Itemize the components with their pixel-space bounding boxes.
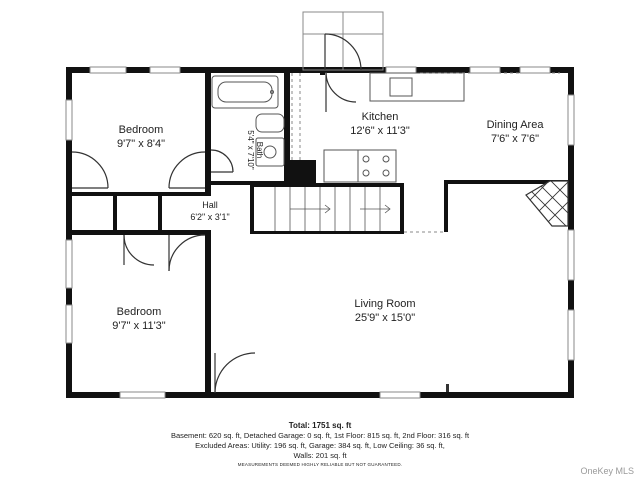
room-name: Dining Area	[486, 119, 544, 131]
stairs	[274, 187, 391, 231]
floor-plan	[65, 11, 575, 399]
room-name: Bedroom	[118, 124, 164, 136]
wall-stair-east	[400, 183, 404, 233]
room-name: Bath	[255, 141, 264, 159]
room-living: Living Room 25'9" x 15'0"	[330, 297, 440, 325]
wall-bath-east	[284, 67, 290, 185]
room-dimensions: 5'4" x 7'10"	[246, 130, 255, 170]
doors	[71, 149, 256, 394]
room-dimensions: 12'6" x 11'3"	[350, 125, 410, 137]
room-bedroom-top: Bedroom 9'7" x 8'4"	[96, 123, 186, 151]
wall-west-bedroom-top	[66, 67, 72, 235]
room-bath: Bath 5'4" x 7'10"	[220, 130, 264, 170]
dashed-lines	[291, 72, 560, 233]
walls	[66, 67, 574, 398]
wall-back-entry-left	[320, 67, 325, 75]
room-dimensions: 9'7" x 11'3"	[112, 320, 166, 332]
wall-south	[66, 392, 574, 398]
room-dimensions: 25'9" x 15'0"	[354, 312, 416, 324]
back-door	[324, 33, 362, 112]
wall-closet-divider-2	[158, 192, 162, 232]
room-hall: Hall 6'2" x 3'1"	[180, 199, 240, 223]
wall-stair-west	[250, 183, 254, 233]
room-name: Living Room	[354, 298, 416, 310]
bath-fixtures	[211, 75, 285, 167]
area-summary: Total: 1751 sq. ft Basement: 620 sq. ft,…	[60, 420, 580, 469]
excluded-areas: Excluded Areas: Utility: 196 sq. ft, Gar…	[195, 441, 445, 450]
wall-bedroom-bottom-east	[205, 230, 211, 398]
wall-north-kitchen	[288, 67, 574, 73]
room-name: Kitchen	[361, 111, 399, 123]
windows	[65, 66, 575, 399]
wall-closet-divider	[113, 192, 117, 232]
wall-bedroom-top-east	[205, 67, 211, 195]
wall-stair-north	[250, 183, 400, 187]
room-dining: Dining Area 7'6" x 7'6"	[470, 118, 560, 146]
room-name: Hall	[202, 200, 218, 210]
area-breakdown: Basement: 620 sq. ft, Detached Garage: 0…	[170, 431, 470, 440]
room-dimensions: 9'7" x 8'4"	[116, 138, 166, 150]
brand-watermark: OneKey MLS	[580, 466, 634, 476]
kitchen-fixtures	[323, 72, 465, 183]
room-dimensions: 6'2" x 3'1"	[190, 212, 230, 222]
room-name: Bedroom	[116, 306, 162, 318]
wall-bedroom-top-south	[66, 192, 211, 196]
room-bedroom-bottom: Bedroom 9'7" x 11'3"	[94, 305, 184, 333]
misc-marks	[446, 384, 449, 392]
wall-partition-h	[444, 180, 574, 184]
walls-area: Walls: 201 sq. ft	[293, 451, 347, 460]
room-kitchen: Kitchen 12'6" x 11'3"	[335, 110, 425, 138]
wall-stair-south	[250, 231, 404, 234]
disclaimer: MEASUREMENTS DEEMED HIGHLY RELIABLE BUT …	[237, 462, 403, 467]
wall-partition-v	[444, 180, 448, 232]
room-dimensions: 7'6" x 7'6"	[490, 133, 540, 145]
chimney-block	[286, 160, 316, 184]
wall-bedroom-bottom-north	[66, 230, 211, 235]
back-entry	[302, 11, 384, 71]
total-area: Total: 1751 sq. ft	[288, 421, 352, 430]
